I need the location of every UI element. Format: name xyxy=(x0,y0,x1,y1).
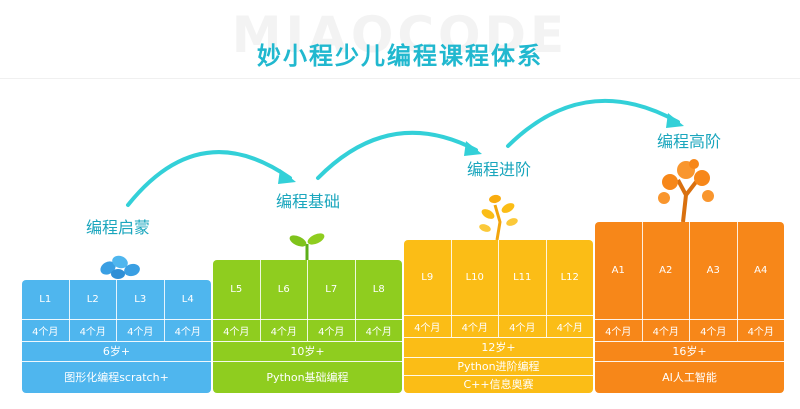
row-divider xyxy=(22,361,211,362)
age-label: 6岁+ xyxy=(102,345,131,358)
duration-cell: 4个月 xyxy=(556,322,583,334)
level-cell: L8 xyxy=(372,284,385,295)
arrow-head-3 xyxy=(666,113,684,128)
level-cell: L2 xyxy=(70,280,117,319)
duration-cell: 4个月 xyxy=(690,319,738,341)
row-divider xyxy=(404,337,593,338)
duration-cell: 4个月 xyxy=(261,319,308,341)
stage-label-3: 编程进阶 xyxy=(467,160,532,179)
level-cell: L1 xyxy=(22,280,70,319)
level-cell: L10 xyxy=(452,240,499,315)
row-divider xyxy=(595,361,784,362)
tree-icon xyxy=(658,159,714,223)
duration-cell: 4个月 xyxy=(174,326,201,338)
level-cell: A4 xyxy=(754,265,768,276)
row-divider xyxy=(213,361,402,362)
stage-label-4: 编程高阶 xyxy=(657,132,722,151)
bean-cluster-icon xyxy=(100,255,140,279)
level-cell: L3 xyxy=(117,280,165,319)
duration-cell: 4个月 xyxy=(643,319,690,341)
level-cell: A3 xyxy=(690,222,738,319)
arrow-head-2 xyxy=(464,141,482,156)
title-divider xyxy=(0,78,800,79)
duration-cell: 4个月 xyxy=(213,319,261,341)
level-cell: L11 xyxy=(499,240,547,315)
duration-cell: 4个月 xyxy=(365,326,392,338)
level-cell: A1 xyxy=(595,222,643,319)
course-label: Python基础编程 xyxy=(266,371,349,384)
level-cell: L7 xyxy=(308,260,356,319)
duration-cell: 4个月 xyxy=(70,319,117,341)
course-label: 图形化编程scratch+ xyxy=(64,371,169,384)
duration-cell: 4个月 xyxy=(499,315,547,337)
level-cell: A2 xyxy=(643,222,690,319)
level-cell: L4 xyxy=(181,294,194,305)
course-label: C++信息奥赛 xyxy=(463,378,534,391)
row-divider xyxy=(404,375,593,376)
stage-label-1: 编程启蒙 xyxy=(86,218,151,237)
level-cell: L9 xyxy=(404,240,452,315)
duration-cell: 4个月 xyxy=(117,319,165,341)
progress-arrow-3 xyxy=(506,98,680,148)
progress-arrow-2 xyxy=(316,130,478,180)
stage-label-2: 编程基础 xyxy=(276,192,341,211)
duration-cell: 4个月 xyxy=(595,319,643,341)
level-cell: L12 xyxy=(560,272,579,283)
row-divider xyxy=(404,357,593,358)
row-divider xyxy=(22,341,211,342)
age-label: 16岁+ xyxy=(672,345,707,358)
age-label: 12岁+ xyxy=(481,341,516,354)
progress-arrow-1 xyxy=(126,150,292,207)
course-label: AI人工智能 xyxy=(662,371,717,384)
duration-cell: 4个月 xyxy=(452,315,499,337)
sprout-icon xyxy=(289,233,325,260)
arrow-head-1 xyxy=(278,169,296,184)
duration-cell: 4个月 xyxy=(308,319,356,341)
brand-watermark: MIAOCODE xyxy=(231,6,569,64)
duration-cell: 4个月 xyxy=(747,326,774,338)
young-tree-icon xyxy=(479,194,518,241)
level-cell: L6 xyxy=(261,260,308,319)
page-title: 妙小程少儿编程课程体系 xyxy=(257,42,543,70)
row-divider xyxy=(595,341,784,342)
row-divider xyxy=(213,341,402,342)
level-cell: L5 xyxy=(213,260,261,319)
age-label: 10岁+ xyxy=(290,345,325,358)
course-label: Python进阶编程 xyxy=(457,360,540,373)
duration-cell: 4个月 xyxy=(404,315,452,337)
duration-cell: 4个月 xyxy=(22,319,70,341)
